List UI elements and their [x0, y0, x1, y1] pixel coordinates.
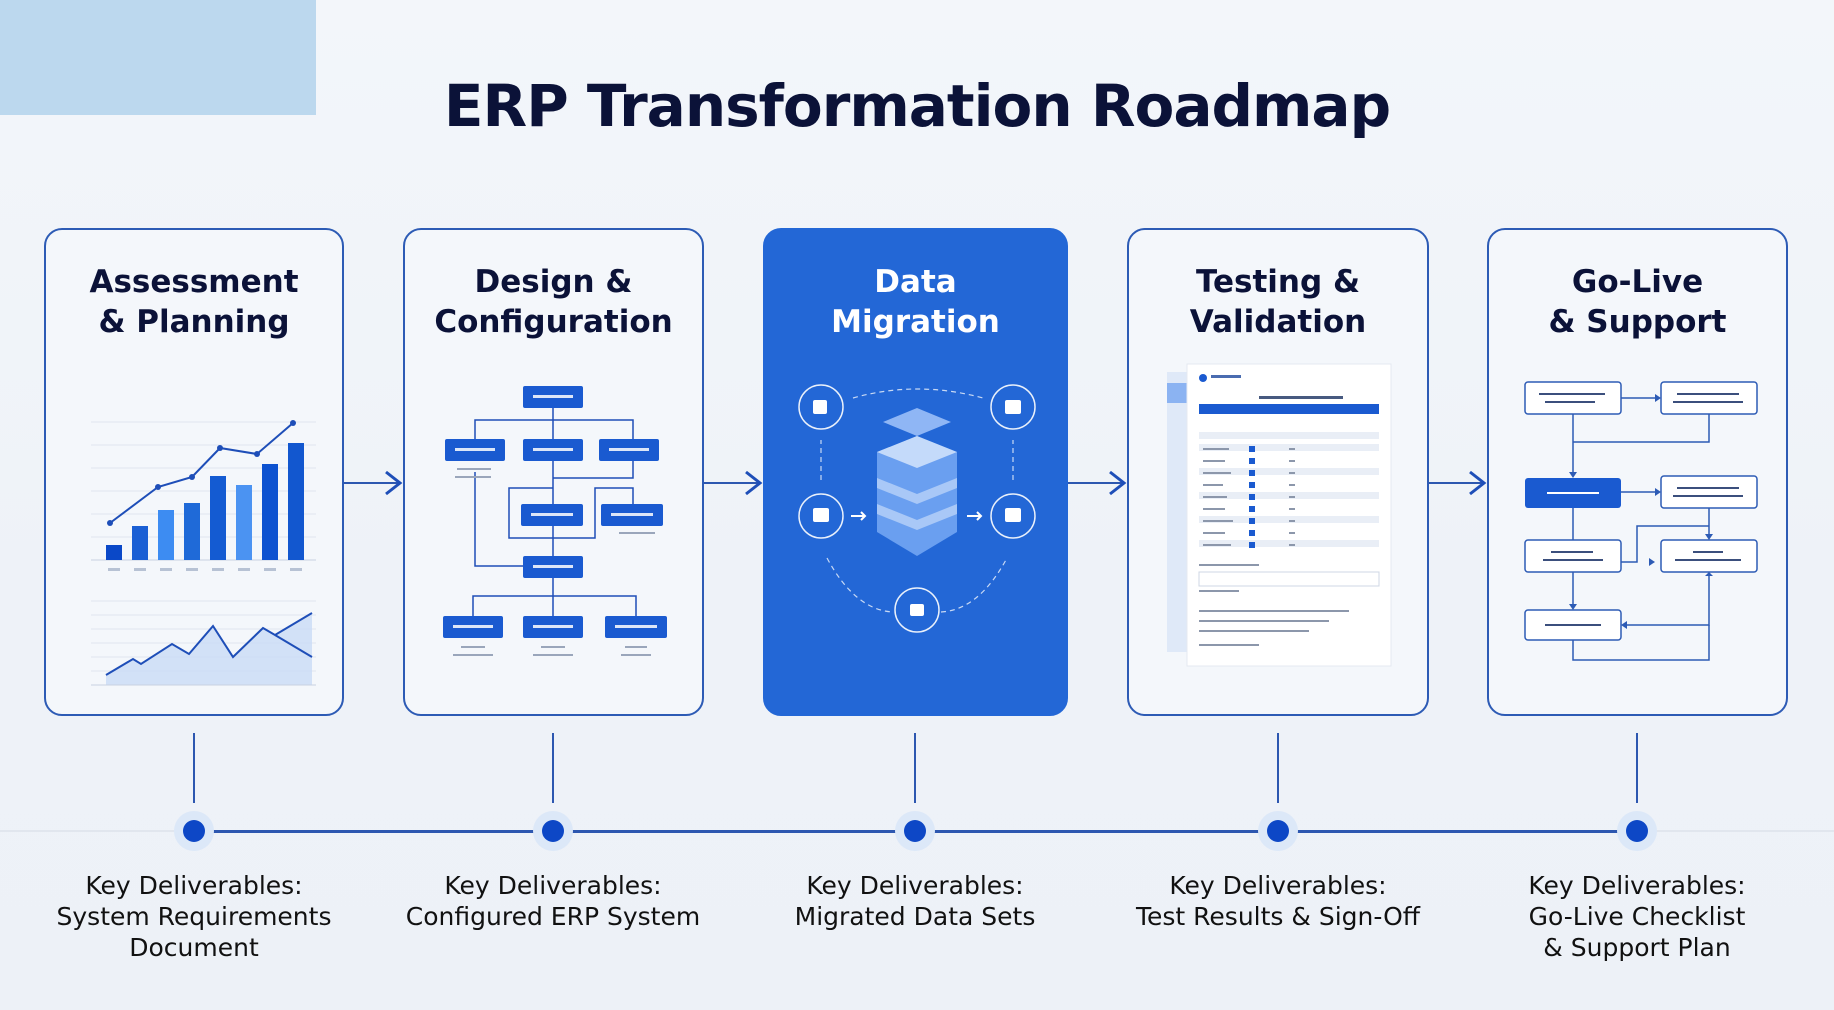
user-icon	[813, 400, 827, 414]
phase-card-data-migration[interactable]: Data Migration	[763, 228, 1068, 716]
server-icon	[1005, 400, 1021, 414]
deliverables-label: Key Deliverables:	[1528, 871, 1746, 900]
arrow-right-icon	[344, 470, 403, 496]
phase-title-line: Design &	[474, 264, 633, 300]
deliverables-assessment: Key Deliverables: System Requirements Do…	[34, 870, 354, 963]
phase-title: Design & Configuration	[405, 262, 702, 342]
phase-title: Data Migration	[765, 262, 1066, 342]
phase-title-line: Assessment	[89, 264, 299, 300]
deliverables-label: Key Deliverables:	[85, 871, 303, 900]
phase-title-line: Testing &	[1195, 264, 1361, 300]
phase-title-line: Data	[874, 264, 957, 300]
timeline-connector	[193, 733, 195, 803]
timeline-connector	[552, 733, 554, 803]
data-migration-illustration	[798, 384, 1036, 633]
page-title: ERP Transformation Roadmap	[443, 72, 1391, 140]
deliverables-label: Key Deliverables:	[1169, 871, 1387, 900]
corner-accent-block	[0, 0, 316, 115]
document-icon	[1005, 508, 1021, 522]
phase-title-line: Migration	[831, 304, 1000, 340]
deliverables-text: System Requirements	[56, 902, 332, 931]
arrow-right-icon	[704, 470, 763, 496]
timeline-connector	[1277, 733, 1279, 803]
phase-title: Assessment & Planning	[46, 262, 342, 342]
phase-title-line: Configuration	[434, 304, 673, 340]
deliverables-text: Test Results & Sign-Off	[1136, 902, 1420, 931]
phase-card-testing[interactable]: Testing & Validation	[1127, 228, 1429, 716]
deliverables-testing: Key Deliverables: Test Results & Sign-Of…	[1118, 870, 1438, 932]
phase-card-assessment[interactable]: Assessment & Planning	[44, 228, 344, 716]
deliverables-design: Key Deliverables: Configured ERP System	[393, 870, 713, 932]
arrow-right-icon	[1068, 470, 1127, 496]
document-icon	[813, 508, 829, 522]
phase-title-line: Go-Live	[1571, 264, 1704, 300]
timeline-connector	[914, 733, 916, 803]
deliverables-label: Key Deliverables:	[806, 871, 1024, 900]
phase-title: Testing & Validation	[1129, 262, 1427, 342]
timeline-dot-icon[interactable]	[1626, 820, 1648, 842]
lock-icon	[910, 604, 924, 616]
phase-card-design[interactable]: Design & Configuration	[403, 228, 704, 716]
arrow-right-icon	[1429, 470, 1487, 496]
timeline-dot-icon[interactable]	[542, 820, 564, 842]
deliverables-data-migration: Key Deliverables: Migrated Data Sets	[755, 870, 1075, 932]
deliverables-text: Migrated Data Sets	[794, 902, 1036, 931]
configuration-flowchart-illustration	[443, 386, 667, 656]
deliverables-label: Key Deliverables:	[444, 871, 662, 900]
timeline-dot-icon[interactable]	[1267, 820, 1289, 842]
timeline-connector	[1636, 733, 1638, 803]
phase-title-line: Validation	[1189, 304, 1367, 340]
timeline-dot-icon[interactable]	[183, 820, 205, 842]
deliverables-text: Go-Live Checklist	[1528, 902, 1746, 931]
database-stack-icon	[877, 408, 957, 556]
support-process-flowchart-illustration	[1524, 381, 1758, 661]
bar-and-line-charts-illustration	[91, 420, 316, 686]
deliverables-go-live: Key Deliverables: Go-Live Checklist & Su…	[1477, 870, 1797, 963]
phase-title-line: & Planning	[98, 304, 290, 340]
test-report-document-illustration	[1167, 363, 1392, 667]
phase-title: Go-Live & Support	[1489, 262, 1786, 342]
deliverables-text: Configured ERP System	[405, 902, 701, 931]
timeline-dot-icon[interactable]	[904, 820, 926, 842]
deliverables-text: & Support Plan	[1543, 933, 1731, 962]
phase-title-line: & Support	[1548, 304, 1727, 340]
deliverables-text: Document	[129, 933, 259, 962]
phase-card-go-live[interactable]: Go-Live & Support	[1487, 228, 1788, 716]
